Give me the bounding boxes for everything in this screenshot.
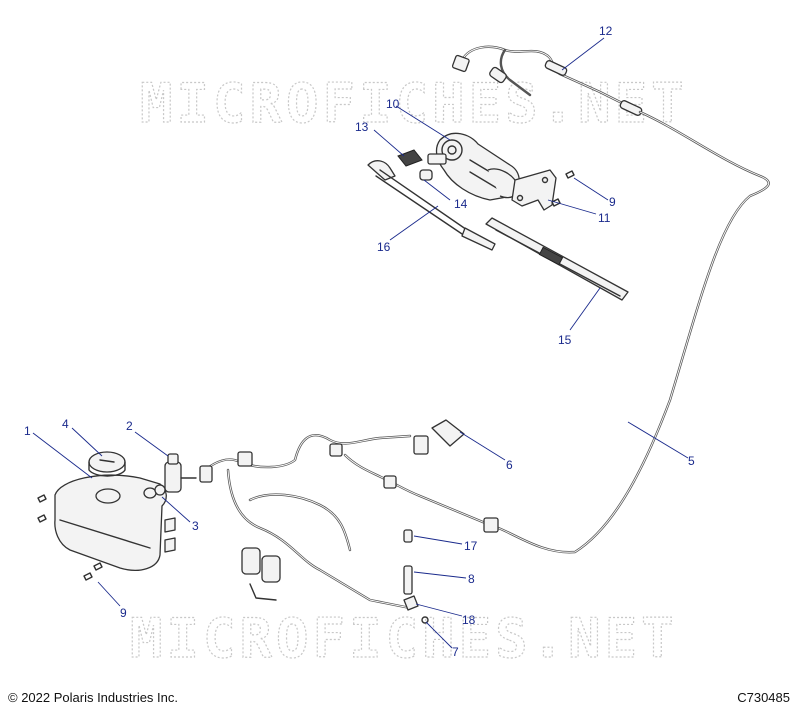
main-wiring-harness: [199, 434, 412, 610]
part-12-wiper-harness: [451, 45, 643, 116]
part-3-pump-grommet: [143, 484, 166, 499]
part-17-fitting: [403, 529, 413, 543]
copyright-notice: © 2022 Polaris Industries Inc.: [8, 690, 178, 705]
callout-10: 10: [386, 97, 400, 111]
part-9-screws-upper: [551, 170, 575, 207]
watermark-bottom: MICROFICHES.NET: [130, 607, 678, 670]
part-2-washer-pump: [164, 453, 197, 493]
watermark-top: MICROFICHES.NET: [140, 72, 688, 135]
callout-2: 2: [126, 419, 133, 433]
callout-6: 6: [506, 458, 513, 472]
part-16-wiper-arm: [367, 160, 496, 251]
callout-11: 11: [598, 211, 611, 225]
callout-9-upper: 9: [609, 195, 616, 209]
callout-15: 15: [558, 333, 572, 347]
part-14-grommet: [419, 169, 433, 181]
part-11-bracket: [511, 169, 557, 211]
part-8-hose-segment: [403, 565, 413, 595]
callout-9-lower: 9: [120, 606, 127, 620]
callout-4: 4: [62, 417, 69, 431]
figure-code: C730485: [737, 690, 790, 705]
callout-7: 7: [452, 645, 459, 659]
callout-13: 13: [355, 120, 369, 134]
callout-17: 17: [464, 539, 478, 553]
callout-5: 5: [688, 454, 695, 468]
callout-14: 14: [454, 197, 468, 211]
callout-16: 16: [377, 240, 391, 254]
part-7-clamp: [421, 616, 429, 624]
part-4-reservoir-cap: [88, 451, 126, 477]
part-6-connector: [413, 419, 465, 455]
callout-8: 8: [468, 572, 475, 586]
callout-18: 18: [462, 613, 476, 627]
callouts: 1 2 3 4 5 6 7 8 9 9 10 11 12 13 14 15 16: [24, 24, 695, 659]
callout-1: 1: [24, 424, 31, 438]
part-18-connector: [403, 595, 419, 611]
part-10-wiper-motor: [435, 132, 520, 201]
part-15-wiper-blade: [485, 217, 629, 301]
part-9-screws-lower: [37, 494, 103, 581]
callout-3: 3: [192, 519, 199, 533]
callout-12: 12: [599, 24, 613, 38]
part-5-washer-hose: [383, 110, 770, 554]
part-13-spindle-nut: [397, 149, 447, 167]
